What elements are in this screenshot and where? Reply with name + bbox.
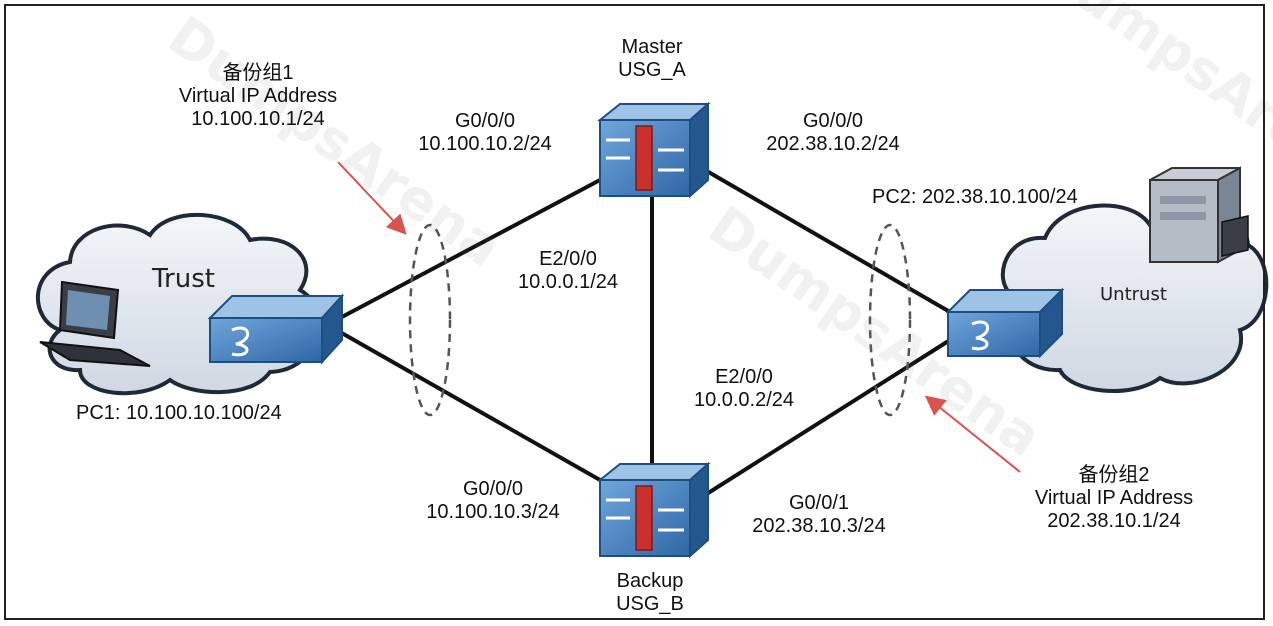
interface-ip: 10.0.0.2/24 xyxy=(693,389,795,411)
usg-a-g000-trust-label: G0/0/0 10.100.10.2/24 xyxy=(400,110,570,156)
backup-group-name: 备份组2 xyxy=(1078,464,1150,486)
interface-ip: 10.0.0.1/24 xyxy=(517,271,619,293)
backup-group-1-label: 备份组1 Virtual IP Address 10.100.10.1/24 xyxy=(148,62,368,131)
interface-ip: 10.100.10.3/24 xyxy=(426,501,560,523)
interface-name: G0/0/0 xyxy=(454,110,516,132)
interface-ip: 10.100.10.2/24 xyxy=(418,133,552,155)
usg-b-g001-label: G0/0/1 202.38.10.3/24 xyxy=(734,492,904,538)
untrust-zone-label: Untrust xyxy=(1100,284,1167,305)
pc2-server-icon xyxy=(1149,166,1249,264)
link-trust-switch-to-usg-b xyxy=(339,330,601,482)
usg-a-e200-label: E2/0/0 10.0.0.1/24 xyxy=(498,248,638,294)
usg-b-name: USG_B xyxy=(616,593,684,615)
interface-name: G0/0/0 xyxy=(462,478,524,500)
trust-switch-icon xyxy=(207,293,345,365)
untrust-switch-icon xyxy=(945,287,1065,359)
pc2-label: PC2: 202.38.10.100/24 xyxy=(872,186,1078,208)
virtual-ip-caption: Virtual IP Address xyxy=(178,85,338,107)
backup-group-2-ellipse xyxy=(868,223,912,417)
usg-a-name: USG_A xyxy=(618,59,686,81)
backup-group-1-ellipse xyxy=(408,223,452,417)
usg-a-role: Master xyxy=(621,36,683,58)
usg-a-label: Master USG_A xyxy=(612,36,692,82)
pc1-label: PC1: 10.100.10.100/24 xyxy=(76,402,282,424)
usg-a-firewall-icon xyxy=(597,101,711,199)
backup-group-2-arrow xyxy=(924,395,1021,473)
interface-name: E2/0/0 xyxy=(715,366,773,388)
interface-name: E2/0/0 xyxy=(539,248,597,270)
usg-a-g000-untrust-label: G0/0/0 202.38.10.2/24 xyxy=(748,110,918,156)
usg-b-g000-label: G0/0/0 10.100.10.3/24 xyxy=(408,478,578,524)
virtual-ip-value: 10.100.10.1/24 xyxy=(191,108,325,130)
diagram-border xyxy=(4,4,1265,620)
pc1-computer-icon xyxy=(39,280,151,367)
virtual-ip-caption: Virtual IP Address xyxy=(1034,487,1194,509)
interface-name: G0/0/0 xyxy=(802,110,864,132)
interface-name: G0/0/1 xyxy=(788,492,850,514)
trust-zone-label: Trust xyxy=(152,264,215,294)
usg-b-role: Backup xyxy=(616,570,684,592)
interface-ip: 202.38.10.2/24 xyxy=(766,133,900,155)
link-trust-switch-to-usg-a xyxy=(339,178,601,320)
virtual-ip-value: 202.38.10.1/24 xyxy=(1047,510,1181,532)
usg-b-label: Backup USG_B xyxy=(605,570,695,616)
link-usg-b-to-untrust-switch xyxy=(703,338,952,497)
backup-group-2-label: 备份组2 Virtual IP Address 202.38.10.1/24 xyxy=(1004,464,1224,533)
usg-b-firewall-icon xyxy=(597,461,711,559)
backup-group-name: 备份组1 xyxy=(222,62,294,84)
backup-group-1-arrow xyxy=(337,161,407,235)
usg-b-e200-label: E2/0/0 10.0.0.2/24 xyxy=(674,366,814,412)
interface-ip: 202.38.10.3/24 xyxy=(752,515,886,537)
